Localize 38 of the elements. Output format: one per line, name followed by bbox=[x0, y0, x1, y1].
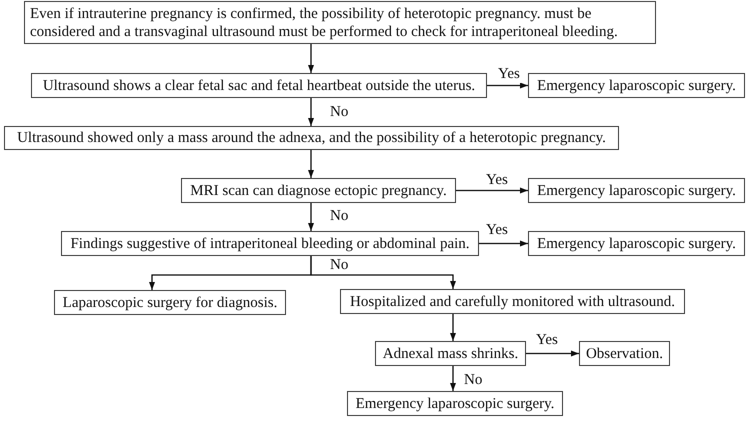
step-text: Emergency laparoscopic surgery. bbox=[537, 234, 736, 252]
arrow bbox=[450, 314, 456, 341]
step-text: Adnexal mass shrinks. bbox=[382, 344, 518, 362]
step-text: Laparoscopic surgery for diagnosis. bbox=[62, 294, 278, 312]
step-text: Emergency laparoscopic surgery. bbox=[537, 76, 736, 94]
arrow bbox=[310, 256, 456, 289]
process-box bbox=[340, 289, 685, 314]
process-box bbox=[375, 341, 526, 366]
edge-label: Yes bbox=[497, 66, 521, 83]
process-box bbox=[31, 73, 487, 98]
arrow bbox=[487, 82, 528, 88]
step-text: Emergency laparoscopic surgery. bbox=[537, 182, 736, 200]
arrow bbox=[308, 44, 314, 73]
step-text: MRI scan can diagnose ectopic pregnancy. bbox=[190, 182, 447, 200]
process-box bbox=[24, 1, 656, 44]
step-text: Emergency laparoscopic surgery. bbox=[356, 394, 554, 412]
step-text: Hospitalized and carefully monitored with ultrasound. bbox=[350, 292, 675, 310]
process-box bbox=[4, 126, 619, 150]
process-box bbox=[347, 391, 563, 416]
process-box bbox=[181, 178, 456, 203]
arrow bbox=[456, 188, 528, 194]
arrow bbox=[308, 203, 314, 231]
arrow bbox=[526, 350, 579, 356]
arrow bbox=[308, 150, 314, 178]
step-text: Ultrasound shows a clear fetal sac and fetal heartbeat outside the uterus. bbox=[42, 76, 476, 94]
step-text: Ultrasound showed only a mass around the adnexa, and the possibility of a heterotopic pregnancy. bbox=[17, 129, 606, 147]
process-box bbox=[579, 341, 670, 366]
process-box bbox=[54, 290, 286, 315]
process-box bbox=[528, 231, 745, 256]
arrow bbox=[450, 366, 456, 391]
process-box bbox=[61, 231, 479, 256]
step-text: Findings suggestive of intraperitoneal bleeding or abdominal pain. bbox=[70, 234, 470, 252]
arrow bbox=[479, 240, 528, 246]
arrow bbox=[308, 98, 314, 126]
step-text: Observation. bbox=[586, 344, 664, 362]
process-box bbox=[528, 178, 745, 203]
step-text: Even if intrauterine pregnancy is confirmed, the possibility of heterotopic pregnancy. must be considered and a transvaginal ultrasound must be performed to check for intraperitoneal bleeding. bbox=[30, 4, 619, 40]
process-box bbox=[528, 73, 745, 98]
